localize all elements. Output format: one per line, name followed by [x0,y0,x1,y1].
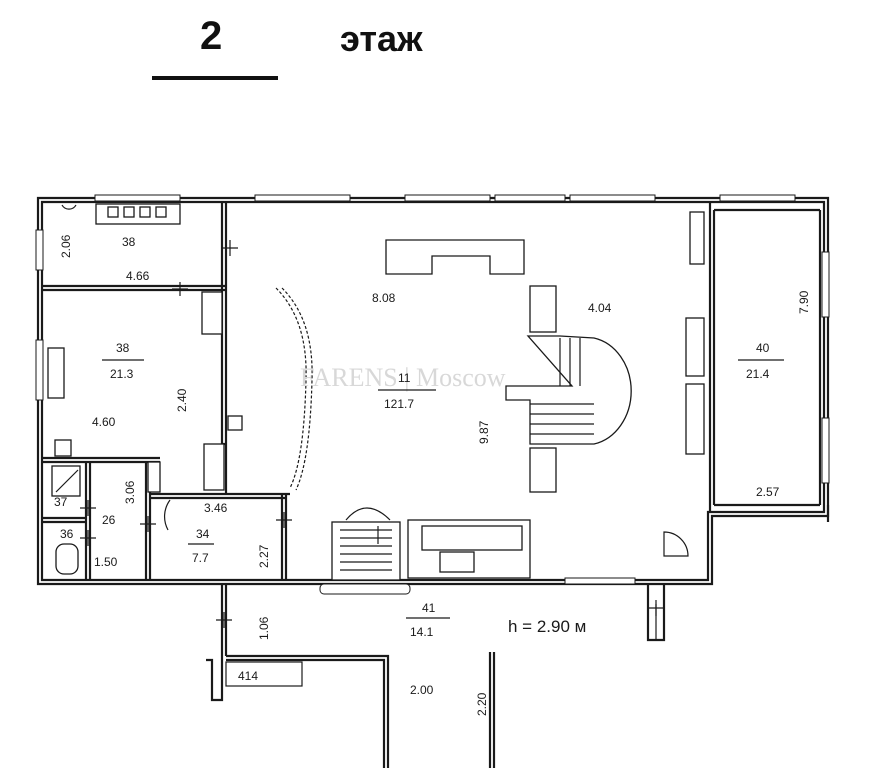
room-38-top-height: 2.06 [59,234,73,258]
room-38-height: 2.40 [175,388,189,412]
room-41-number: 41 [422,601,436,615]
room-36-width: 1.50 [94,555,118,569]
room-41-area: 14.1 [410,625,434,639]
room-38-area: 21.3 [110,367,134,381]
room-26-number: 26 [102,513,116,527]
room-34-area: 7.7 [192,551,209,565]
fixtures [47,203,705,581]
room-414-number: 414 [238,669,258,683]
room-34-height: 2.27 [257,544,271,568]
floor-title: этаж [340,18,423,59]
outer-walls [36,196,830,586]
room-38-number: 38 [116,341,130,355]
lower-height: 2.20 [475,692,489,716]
door-ticks [80,240,664,628]
interior-walls [42,202,822,768]
watermark: FARENS | Moscow [300,363,506,392]
room-37-number: 37 [54,495,68,509]
room-40-height: 7.90 [797,290,811,314]
room-labels: 38 4.66 2.06 38 21.3 4.60 2.40 37 26 3.0… [54,234,811,716]
windows [35,194,830,595]
room-26-height: 3.06 [123,480,137,504]
room-11-dim-c: 9.87 [477,420,491,444]
room-11-number: 11 [398,371,411,385]
room-11-dim-b: 4.04 [588,301,612,315]
room-36-number: 36 [60,527,74,541]
room-11-dim-a: 8.08 [372,291,396,305]
room-40-number: 40 [756,341,770,355]
room-11-area: 121.7 [384,397,414,411]
room-40-area: 21.4 [746,367,770,381]
room-38-top-width: 4.66 [126,269,150,283]
floor-underline [152,76,278,80]
lower-width: 2.00 [410,683,434,697]
room-38-width: 4.60 [92,415,116,429]
room-38-top-number: 38 [122,235,136,249]
ceiling-height: h = 2.90 м [508,617,586,636]
floor-number: 2 [200,14,223,58]
room-40-width: 2.57 [756,485,780,499]
room-34-width: 3.46 [204,501,228,515]
room-34-number: 34 [196,527,210,541]
room-41-height: 1.06 [257,616,271,640]
